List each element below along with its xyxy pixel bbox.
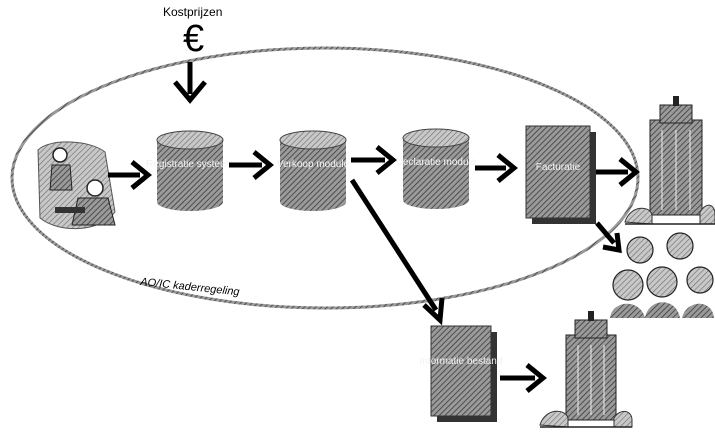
arrow-management-info-to-building (500, 363, 547, 393)
arrow-billing-to-insurer (596, 157, 640, 187)
declaration-module-label: Declaratie module (396, 157, 477, 168)
billing-node: Facturatie (525, 125, 596, 224)
billing-label: Facturatie (536, 162, 581, 173)
management-information-node: Informatie bestand (420, 325, 503, 422)
sales-module-node: Verkoop module (277, 130, 350, 211)
arrow-client-to-registration (108, 160, 152, 190)
declaration-module-node: Declaratie module (396, 128, 477, 209)
registration-system-label: Registratie systeem (146, 159, 234, 170)
arrow-sales-to-management-info (349, 178, 445, 326)
management-building-icon (539, 311, 633, 428)
cost-prices-label: Kostprijzen (163, 5, 223, 19)
arrow-declaration-to-billing (475, 153, 518, 183)
management-information-label: Informatie bestand (420, 356, 503, 367)
registration-system-node: Registratie systeem (146, 130, 234, 211)
euro-icon: € (183, 18, 205, 60)
sales-module-label: Verkoop module (277, 159, 350, 170)
patients-group-icon (610, 232, 714, 318)
arrow-sales-to-declaration (351, 145, 397, 175)
cost-input-arrow (173, 62, 207, 104)
arrow-billing-to-patients (595, 221, 622, 254)
client-illustration-icon (37, 141, 116, 230)
insurer-building-icon (624, 96, 715, 225)
arrow-registration-to-sales (229, 150, 274, 180)
framework-ellipse (10, 46, 640, 310)
